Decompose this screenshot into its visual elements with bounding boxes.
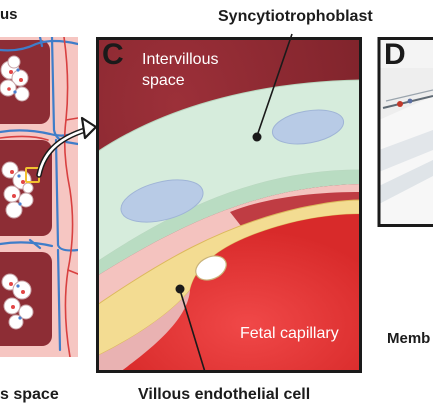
intervillous-label-line2: space [142, 72, 185, 89]
zoom-arrow-head [80, 116, 98, 140]
panel-b-villous-tree [0, 37, 78, 357]
panel-d-photo [379, 38, 433, 226]
panel-c-frame [96, 37, 362, 373]
endothelial-nucleus [195, 255, 227, 281]
villous-endothelial-label: Villous endothelial cell [138, 386, 311, 403]
panel-d-frame [377, 37, 433, 227]
syncytiotrophoblast-label: Syncytiotrophoblast [218, 8, 373, 25]
intervillous-label-line1: Intervillous [142, 51, 219, 68]
trophoblast-nucleus-left [120, 179, 204, 223]
panel-b-top-label: us [0, 6, 18, 23]
vessels-red [0, 37, 78, 357]
panel-c-letter: C [102, 38, 124, 71]
panel-d-letter: D [384, 38, 406, 71]
fetal-capillary-label: Fetal capillary [240, 325, 339, 342]
trophoblast-nucleus-right [271, 109, 345, 145]
panel-c-cross-section [97, 38, 361, 372]
panel-d-membrane-label: Memb [387, 330, 431, 347]
leader-lines [175, 33, 293, 373]
panel-b-bottom-label: s space [0, 386, 59, 403]
fetal-capillary [110, 214, 361, 372]
